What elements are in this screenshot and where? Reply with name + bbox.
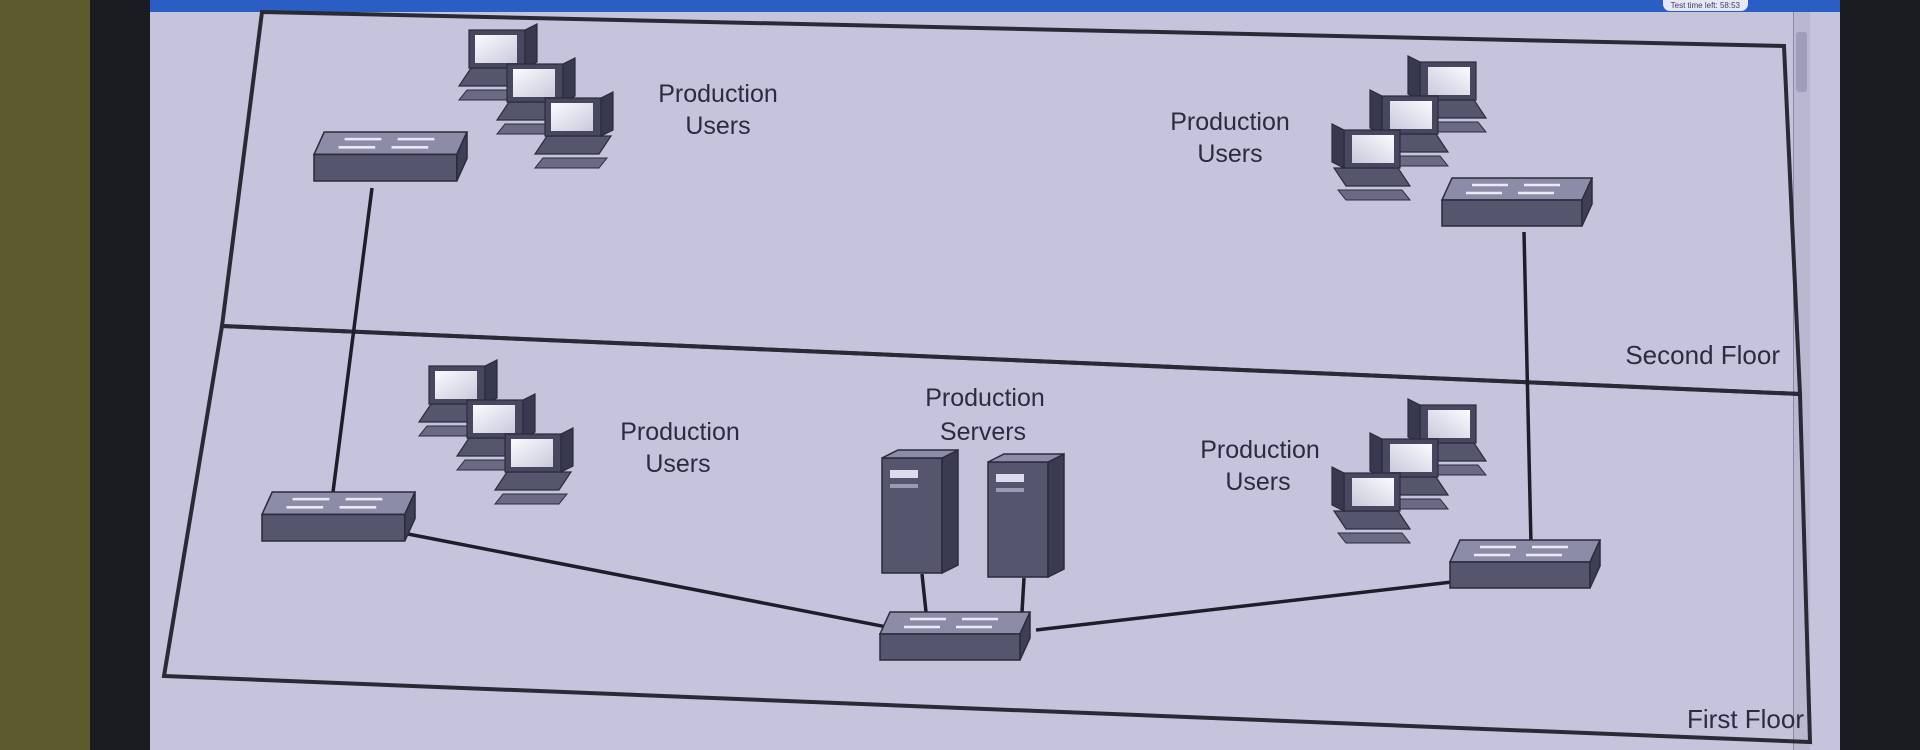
link-first-left-to-core bbox=[407, 532, 893, 630]
second-floor-left-label-line1: Production bbox=[658, 80, 778, 108]
servers-label-line1: Production bbox=[925, 384, 1045, 412]
first-floor-right-workstations bbox=[1332, 399, 1486, 543]
title-bar: Test time left: 58:53 bbox=[150, 0, 1840, 12]
connection-lines bbox=[331, 187, 1533, 632]
second-floor-right-label-line2: Users bbox=[1197, 140, 1262, 168]
timer-badge: Test time left: 58:53 bbox=[1662, 0, 1748, 11]
first-floor-right-label-line2: Users bbox=[1225, 468, 1290, 496]
network-switch-icon bbox=[260, 490, 417, 543]
link-second-left-to-first-left bbox=[331, 187, 374, 493]
core-switch bbox=[878, 610, 1032, 662]
link-server1-to-core bbox=[920, 573, 928, 613]
production-server-1 bbox=[881, 449, 959, 574]
link-first-right-to-core bbox=[1035, 580, 1453, 632]
network-switch-icon bbox=[312, 130, 469, 183]
servers-label-line2: Servers bbox=[940, 418, 1026, 446]
first-floor-label: First Floor bbox=[1687, 704, 1804, 734]
first-floor-left-workstations bbox=[419, 360, 573, 504]
first-floor-left-switch bbox=[260, 490, 417, 543]
workstation-icon bbox=[1332, 399, 1486, 543]
second-floor-label: Second Floor bbox=[1625, 340, 1780, 370]
workstation-icon bbox=[459, 24, 613, 168]
first-floor-left-label-line1: Production bbox=[620, 418, 740, 446]
network-switch-icon bbox=[878, 610, 1032, 662]
server-tower-icon bbox=[881, 449, 959, 574]
first-floor-frame bbox=[161, 323, 1813, 745]
second-floor-left-workstations bbox=[459, 24, 613, 168]
network-switch-icon bbox=[1440, 176, 1594, 228]
workstation-icon bbox=[419, 360, 573, 504]
second-floor-right-switch bbox=[1440, 176, 1594, 228]
first-floor-left-label-line2: Users bbox=[645, 450, 710, 478]
second-floor-right-label-line1: Production bbox=[1170, 108, 1290, 136]
floor-frames bbox=[161, 9, 1813, 745]
server-tower-icon bbox=[987, 453, 1065, 578]
scrollbar-thumb[interactable] bbox=[1796, 32, 1807, 92]
link-second-right-to-first-right bbox=[1522, 231, 1533, 545]
first-floor-right-switch bbox=[1448, 538, 1602, 590]
production-server-2 bbox=[987, 453, 1065, 578]
second-floor-left-label-line2: Users bbox=[685, 112, 750, 140]
first-floor-right-label-line1: Production bbox=[1200, 436, 1320, 464]
network-switch-icon bbox=[1448, 538, 1602, 590]
second-floor-left-switch bbox=[312, 130, 469, 183]
link-server2-to-core bbox=[1020, 577, 1026, 613]
